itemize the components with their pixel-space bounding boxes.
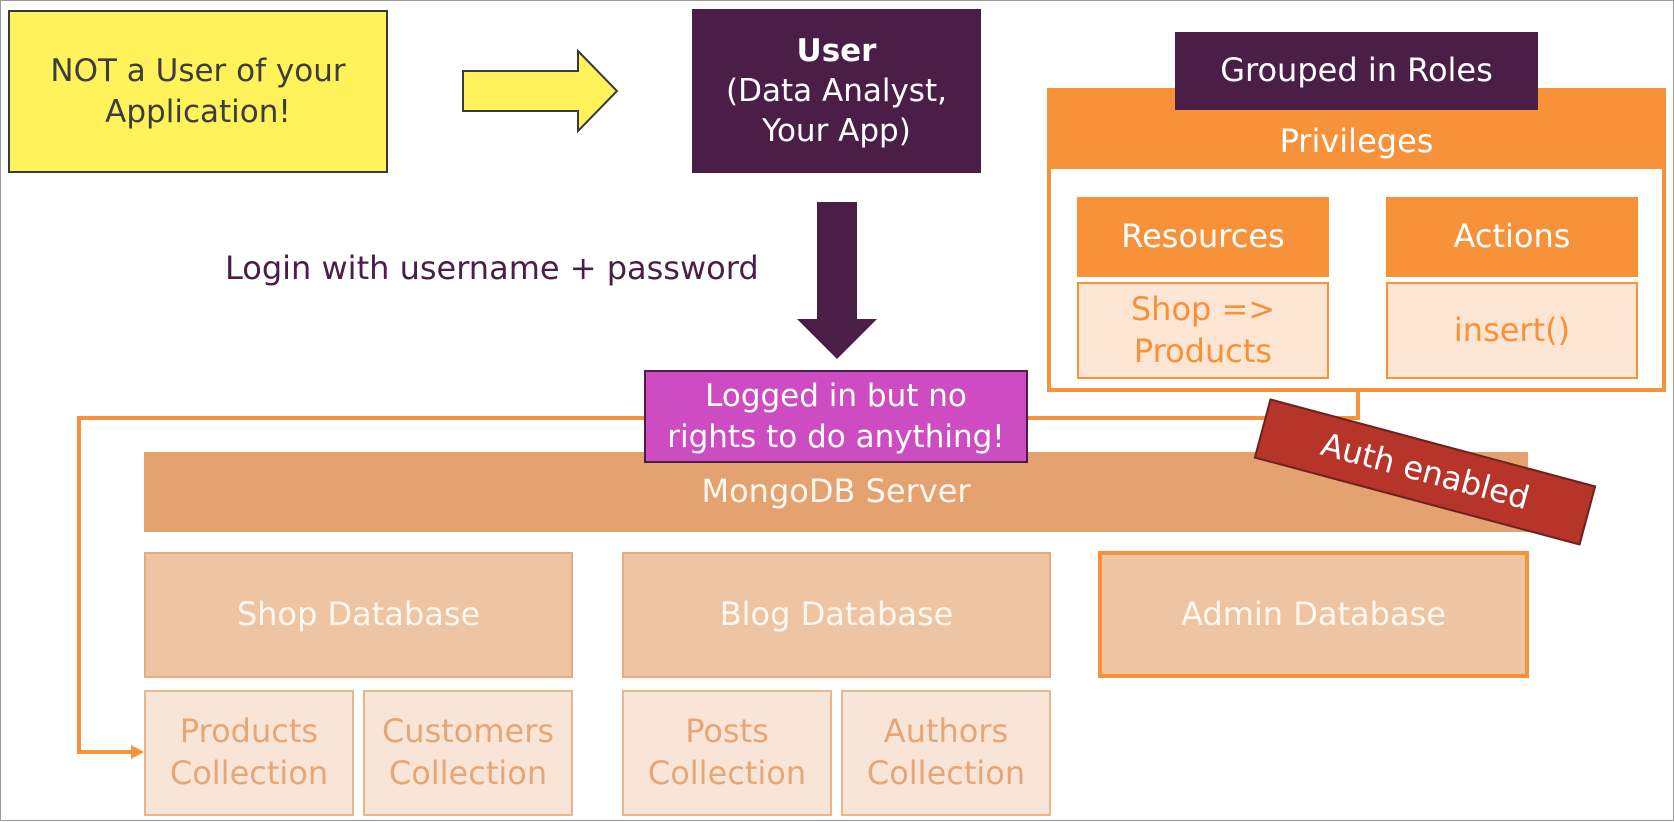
connector-arrowhead-icon bbox=[131, 745, 144, 759]
user-title: User bbox=[796, 32, 877, 69]
user-subtitle: (Data Analyst, Your App) bbox=[726, 72, 947, 150]
resources-header: Resources bbox=[1077, 197, 1329, 277]
authors-collection: Authors Collection bbox=[841, 690, 1051, 816]
resources-value: Shop => Products bbox=[1077, 282, 1329, 379]
customers-collection: Customers Collection bbox=[363, 690, 573, 816]
logged-in-no-rights-box: Logged in but no rights to do anything! bbox=[644, 370, 1028, 463]
grouped-in-roles-label: Grouped in Roles bbox=[1175, 32, 1538, 110]
blog-database: Blog Database bbox=[622, 552, 1051, 678]
products-collection: Products Collection bbox=[144, 690, 354, 816]
actions-header: Actions bbox=[1386, 197, 1638, 277]
shop-database: Shop Database bbox=[144, 552, 573, 678]
user-box: User (Data Analyst, Your App) bbox=[692, 9, 981, 173]
down-arrow-icon bbox=[797, 202, 877, 359]
login-label: Login with username + password bbox=[225, 249, 759, 287]
admin-database: Admin Database bbox=[1098, 551, 1529, 678]
privilege-connector-line bbox=[77, 392, 1360, 754]
right-arrow-icon bbox=[462, 48, 619, 134]
not-a-user-note: NOT a User of your Application! bbox=[8, 10, 388, 173]
actions-value: insert() bbox=[1386, 282, 1638, 379]
posts-collection: Posts Collection bbox=[622, 690, 832, 816]
